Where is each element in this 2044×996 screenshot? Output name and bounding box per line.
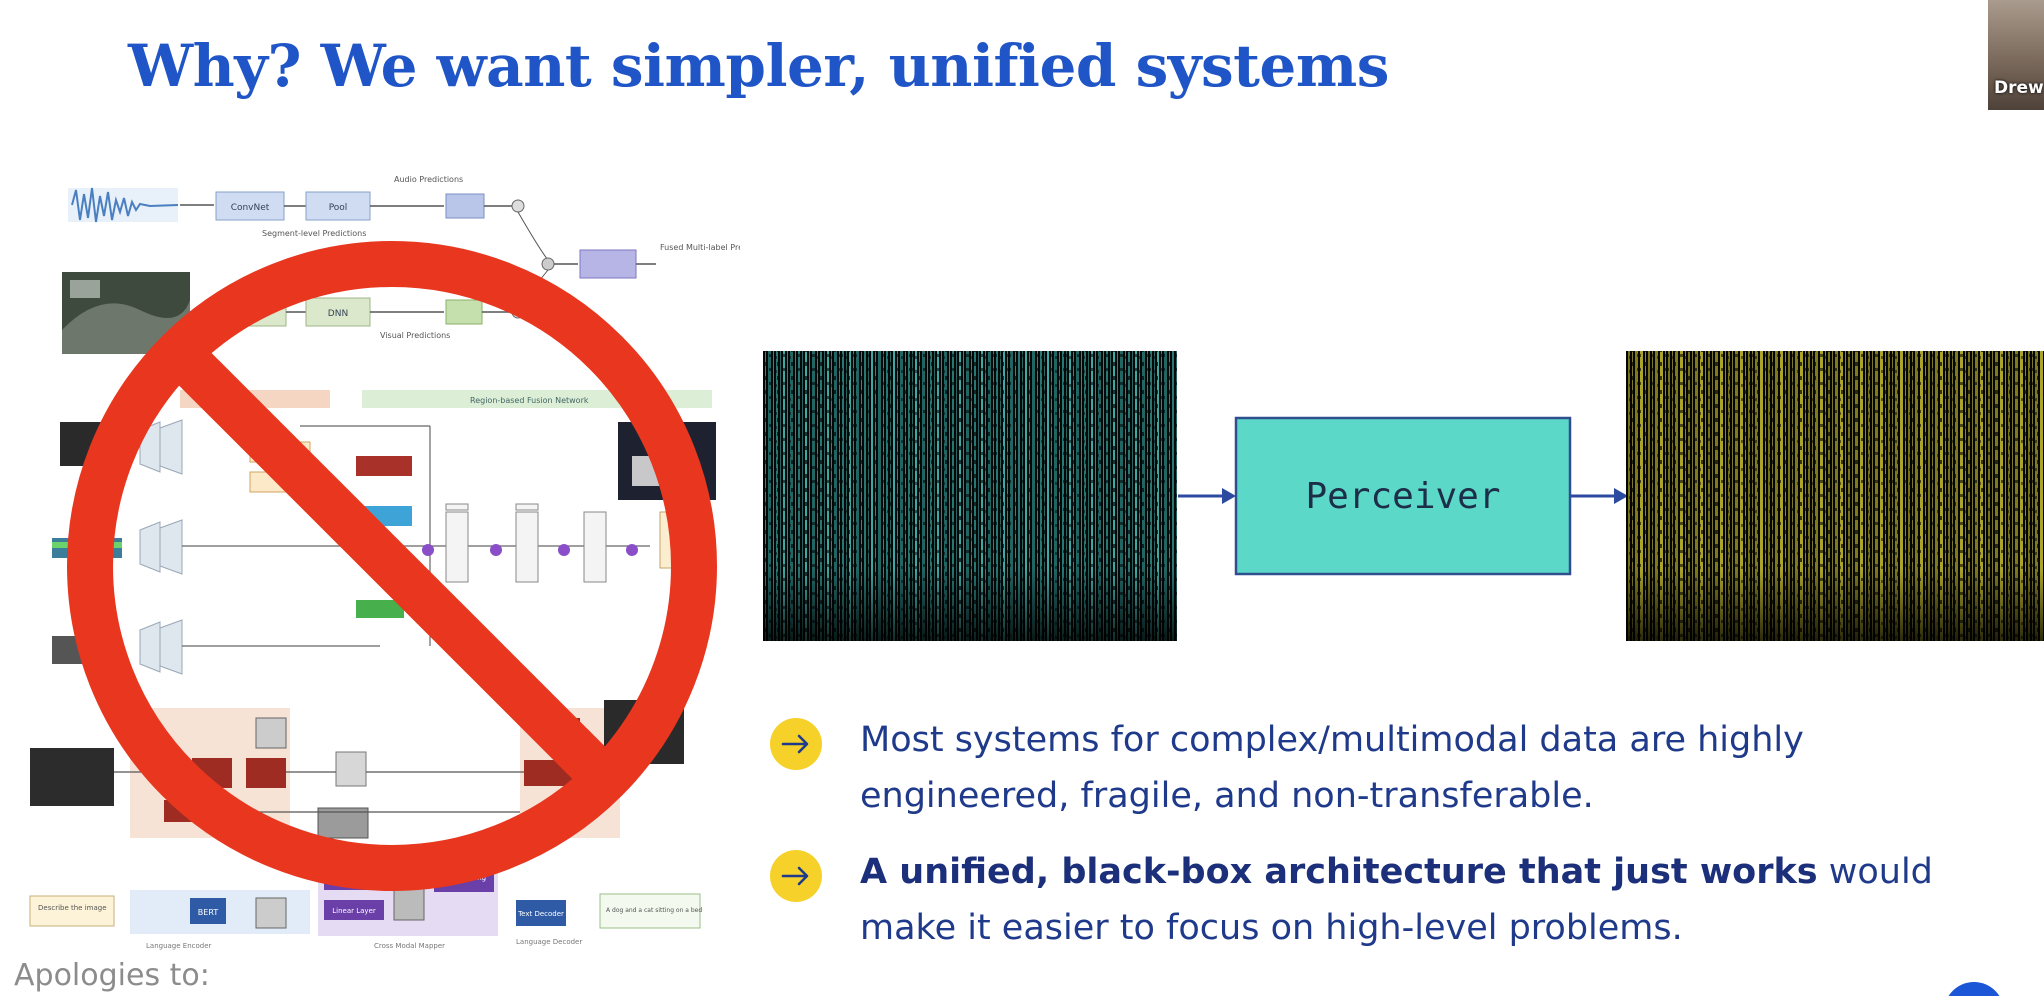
output-data-panel — [1626, 351, 2044, 641]
cross-modal-label: Cross Modal Mapper — [374, 942, 445, 950]
arrow-right-icon — [1570, 488, 1628, 504]
bullet-item: Most systems for complex/multimodal data… — [770, 712, 1970, 824]
arrow-bullet-icon — [770, 718, 822, 770]
convnet-label: ConvNet — [231, 203, 270, 213]
presenter-badge-icon[interactable] — [1944, 982, 2004, 996]
bullet-list: Most systems for complex/multimodal data… — [770, 712, 1970, 976]
region-fusion-label: Region-based Fusion Network — [470, 396, 589, 405]
dnn-label: DNN — [328, 309, 348, 319]
audio-waveform-icon — [68, 187, 179, 223]
presenter-video-tile[interactable]: Drew — [1988, 0, 2044, 110]
caption-output-label: A dog and a cat sitting on a bed — [606, 907, 702, 914]
apologies-note: Apologies to: — [14, 958, 210, 993]
fused-predictions-label: Fused Multi-label Predictions — [660, 243, 740, 252]
engineered-systems-diagram: ConvNet Pool Audio Predictions Segment-l… — [29, 175, 740, 950]
presenter-name: Drew — [1994, 78, 2044, 98]
segment-level-label: Segment-level Predictions — [262, 229, 366, 238]
visual-predictions-label: Visual Predictions — [380, 331, 450, 340]
slide-title: Why? We want simpler, unified systems — [128, 32, 1389, 100]
audio-predictions-label: Audio Predictions — [394, 175, 463, 184]
language-encoder-label: Language Encoder — [146, 942, 212, 950]
perceiver-box: Perceiver — [1234, 416, 1572, 576]
language-decoder-label: Language Decoder — [516, 938, 582, 946]
text-decoder-label: Text Decoder — [517, 910, 564, 918]
input-data-panel — [763, 351, 1177, 641]
prohibited-sign-icon — [67, 241, 717, 891]
perceiver-figure: Perceiver — [763, 351, 2044, 641]
describe-image-label: Describe the image — [38, 904, 107, 912]
arrow-bullet-icon — [770, 850, 822, 902]
bullet-text: A unified, black-box architecture that j… — [860, 852, 1933, 948]
pool-label: Pool — [329, 203, 348, 213]
bullet-item: A unified, black-box architecture that j… — [770, 844, 1970, 956]
perceiver-label: Perceiver — [1305, 476, 1500, 517]
bullet-text: Most systems for complex/multimodal data… — [860, 720, 1804, 816]
linear-layer-label: Linear Layer — [332, 907, 376, 915]
arrow-right-icon — [1178, 488, 1236, 504]
bert-label: BERT — [198, 908, 219, 917]
